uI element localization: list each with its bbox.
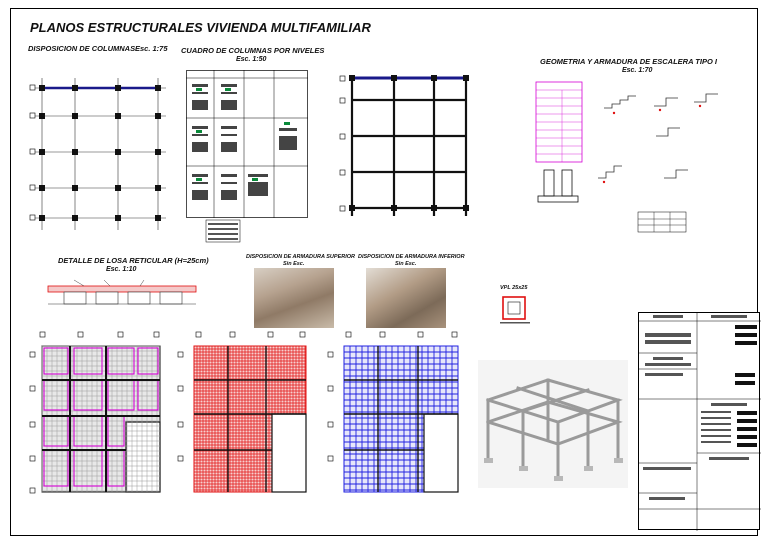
top-reinforcement-photo: [254, 268, 334, 328]
sheet-title: PLANOS ESTRUCTURALES VIVIENDA MULTIFAMIL…: [30, 20, 371, 35]
structure-3d-view: [478, 360, 628, 488]
bottom-reinforcement-photo: [366, 268, 446, 328]
sheet-border: [10, 8, 758, 536]
slab-detail-title: DETALLE DE LOSA RETICULAR (H=25cm): [58, 256, 209, 265]
columns-layout-plan: [29, 78, 166, 230]
bottom-reinforcement-title: DISPOSICION DE ARMADURA INFERIOR: [358, 254, 465, 260]
columns-layout-scale: Esc. 1:75: [135, 44, 168, 53]
beam-section-drawing: [500, 296, 530, 324]
stair-title: GEOMETRIA Y ARMADURA DE ESCALERA TIPO I: [540, 57, 717, 66]
bottom-reinforcement-scale: Sin Esc.: [395, 261, 417, 267]
title-block: [638, 312, 761, 531]
columns-table-title: CUADRO DE COLUMNAS POR NIVELES: [181, 46, 325, 55]
columns-table-scale: Esc. 1:50: [236, 56, 267, 63]
columns-layout-title: DISPOSICION DE COLUMNAS: [28, 44, 136, 53]
slab-section-detail: [47, 279, 197, 305]
slab-plan-red: [177, 331, 307, 493]
top-reinforcement-title: DISPOSICION DE ARMADURA SUPERIOR: [246, 254, 355, 260]
stair-details: [535, 81, 718, 233]
level-frame-plan: [339, 75, 469, 216]
slab-plan-magenta: [29, 331, 161, 494]
top-reinforcement-scale: Sin Esc.: [283, 261, 305, 267]
beam-section-title: VPL 25x25: [500, 285, 528, 291]
slab-plan-blue: [327, 331, 459, 493]
slab-detail-scale: Esc. 1:10: [106, 266, 137, 273]
columns-table: [186, 70, 308, 243]
stair-scale: Esc. 1:70: [622, 67, 653, 74]
